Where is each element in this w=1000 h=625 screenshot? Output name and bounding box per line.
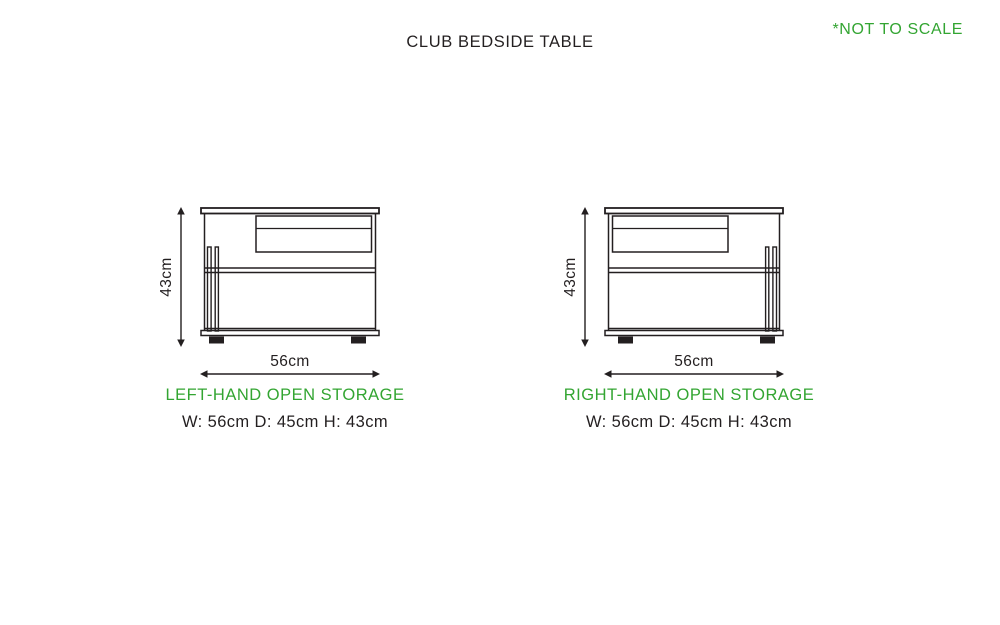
height-dimension-arrow xyxy=(175,207,187,347)
figure-dimensions: W: 56cm D: 45cm H: 43cm xyxy=(585,413,793,431)
height-dimension-arrow xyxy=(579,207,591,347)
figure-title: LEFT-HAND OPEN STORAGE xyxy=(165,386,405,404)
bedside-table-drawing-left xyxy=(200,207,380,347)
figure-right-hand-open-storage: 43cm 56cm RIGHT-HAND OPEN STORAGE W: 56c… xyxy=(544,200,834,445)
width-dimension-label: 56cm xyxy=(270,353,310,370)
figure-title: RIGHT-HAND OPEN STORAGE xyxy=(563,386,815,404)
page-title: CLUB BEDSIDE TABLE xyxy=(406,33,594,51)
width-dimension-label: 56cm xyxy=(674,353,714,370)
bedside-table-drawing-right xyxy=(604,207,784,347)
width-dimension-arrow xyxy=(604,368,784,380)
height-dimension-label: 43cm xyxy=(158,257,175,297)
figure-left-hand-open-storage: 43cm 56cm LEFT-HAND OPEN STORAGE W: 56cm… xyxy=(140,200,430,445)
not-to-scale-note: *NOT TO SCALE xyxy=(832,21,963,38)
figure-dimensions: W: 56cm D: 45cm H: 43cm xyxy=(181,413,389,431)
width-dimension-arrow xyxy=(200,368,380,380)
height-dimension-label: 43cm xyxy=(562,257,579,297)
